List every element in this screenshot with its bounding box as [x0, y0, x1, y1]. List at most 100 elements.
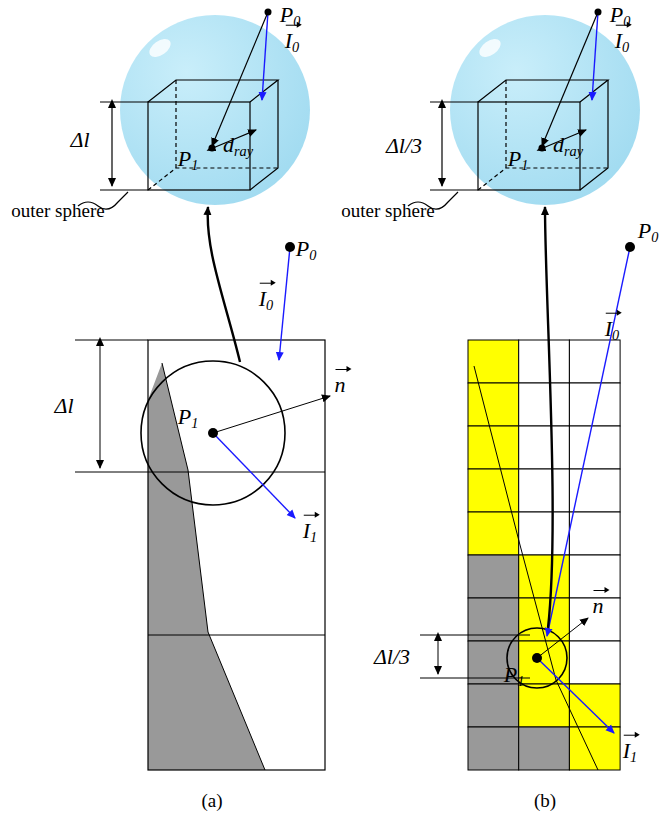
- symbol: I: [285, 30, 292, 52]
- math-label: P0: [638, 220, 659, 245]
- math-label: I1: [303, 520, 317, 545]
- refined-cells: [468, 340, 620, 770]
- grid-cell: [519, 426, 570, 469]
- point: [265, 9, 272, 16]
- subscript: 1: [521, 157, 528, 173]
- symbol: P: [638, 218, 651, 243]
- symbol: I: [615, 30, 622, 52]
- panel-label: (a): [201, 791, 222, 810]
- symbol: n: [593, 595, 604, 617]
- grid-cell: [569, 555, 620, 598]
- symbol: d: [553, 132, 564, 157]
- grid-cell: [569, 340, 620, 383]
- math-label: I0: [605, 318, 619, 343]
- math-label: Δl/3: [386, 135, 422, 157]
- panel-label: outer sphere: [341, 201, 434, 220]
- grid-cell: [519, 512, 570, 555]
- grid-cell: [519, 684, 570, 727]
- subscript: 0: [622, 39, 629, 55]
- subscript: ray: [564, 143, 583, 159]
- grid-cell: [468, 426, 519, 469]
- cell-b-lines: [420, 207, 635, 770]
- grid-cell: [519, 383, 570, 426]
- symbol: I: [605, 318, 612, 340]
- subscript: 0: [293, 13, 300, 29]
- math-label: I0: [259, 288, 273, 313]
- symbol: I: [303, 520, 310, 542]
- symbol: outer sphere: [341, 200, 434, 221]
- math-label: n: [593, 595, 604, 617]
- point: [539, 145, 546, 152]
- ray-b-top: [592, 12, 598, 100]
- symbol: P: [178, 146, 191, 171]
- symbol: P: [178, 404, 191, 429]
- subscript: 1: [191, 157, 198, 173]
- grid-cell: [468, 727, 519, 770]
- subscript: 0: [623, 13, 630, 29]
- symbol: I: [259, 288, 266, 310]
- symbol: outer sphere: [11, 200, 104, 221]
- math-label: P1: [504, 664, 525, 689]
- grid-cell: [468, 684, 519, 727]
- subscript: 1: [630, 749, 637, 765]
- math-label: Δl: [70, 129, 89, 151]
- subscript: 0: [651, 229, 658, 245]
- subscript: 1: [517, 673, 524, 689]
- subscript: 0: [612, 327, 619, 343]
- grid-cell: [569, 641, 620, 684]
- math-label: dray: [553, 134, 583, 159]
- math-label: Δl/3: [374, 646, 410, 668]
- symbol: Δl: [54, 393, 73, 418]
- math-label: P1: [178, 406, 199, 431]
- panel-label: (b): [534, 791, 556, 810]
- grid-cell: [519, 555, 570, 598]
- math-label: P1: [178, 148, 199, 173]
- math-label: I0: [285, 30, 299, 55]
- outer-sphere-a: [120, 15, 310, 205]
- grid-cell: [468, 469, 519, 512]
- math-label: P0: [610, 4, 631, 29]
- grid-cell: [519, 727, 570, 770]
- symbol: P: [610, 2, 623, 27]
- symbol: I: [623, 740, 630, 762]
- symbol: P: [280, 2, 293, 27]
- cell-a: [75, 207, 330, 770]
- grid-cell: [569, 426, 620, 469]
- ray-a-top: [262, 12, 268, 100]
- panel-label: outer sphere: [11, 201, 104, 220]
- grid-cell: [468, 512, 519, 555]
- subscript: 1: [191, 415, 198, 431]
- symbol: (b): [534, 790, 556, 811]
- grid-cell: [569, 383, 620, 426]
- cube-a: [78, 12, 278, 209]
- symbol: P: [296, 236, 309, 261]
- grid-cell: [569, 512, 620, 555]
- grid-cell: [569, 684, 620, 727]
- grid-cell: [519, 340, 570, 383]
- symbol: P: [504, 662, 517, 687]
- symbol: Δl/3: [374, 644, 410, 669]
- outer-sphere-b: [450, 15, 640, 205]
- math-label: Δl: [54, 395, 73, 417]
- grid-cell: [468, 383, 519, 426]
- subscript: 0: [292, 39, 299, 55]
- math-label: P1: [508, 148, 529, 173]
- grid-cell: [468, 340, 519, 383]
- symbol: (a): [201, 790, 222, 811]
- subscript: 0: [309, 247, 316, 263]
- grid-cell: [468, 555, 519, 598]
- math-label: P0: [296, 238, 317, 263]
- symbol: d: [223, 132, 234, 157]
- subscript: 0: [266, 297, 273, 313]
- symbol: P: [508, 146, 521, 171]
- cube-b: [408, 12, 608, 209]
- symbol: Δl/3: [386, 133, 422, 158]
- grid-cell: [519, 469, 570, 512]
- math-label: dray: [223, 134, 253, 159]
- math-label: n: [335, 374, 346, 396]
- point: [595, 9, 602, 16]
- point: [209, 145, 216, 152]
- math-label: I0: [615, 30, 629, 55]
- symbol: Δl: [70, 127, 89, 152]
